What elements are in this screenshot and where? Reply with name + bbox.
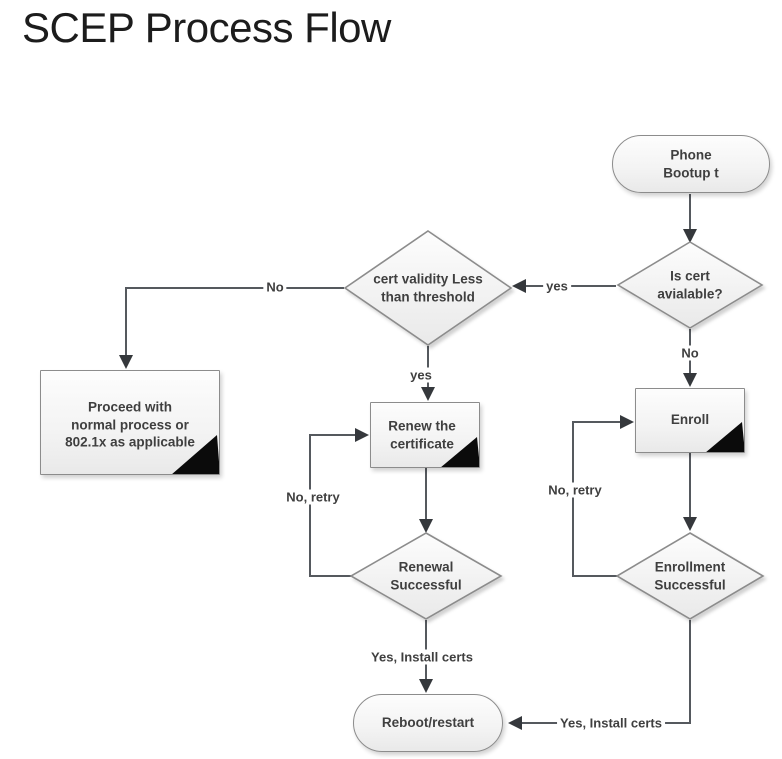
node-proceed-normal — [40, 370, 220, 475]
node-reboot-restart — [353, 694, 503, 752]
folded-corner-icon — [171, 432, 219, 474]
edge-validity-to-proceed — [125, 287, 344, 357]
node-phone-bootup — [612, 135, 770, 193]
arrowhead-icon — [419, 519, 433, 533]
edge-label-no-retry: No, retry — [545, 482, 605, 498]
folded-corner-icon — [440, 434, 479, 467]
arrowhead-icon — [683, 373, 697, 387]
page-title: SCEP Process Flow — [22, 4, 391, 51]
decision-enrollment-successful — [615, 532, 765, 620]
edge-label-no: No — [263, 279, 287, 295]
edge-enrollment-to-reboot — [522, 620, 691, 724]
decision-cert-validity — [343, 230, 513, 346]
arrowhead-icon — [119, 355, 133, 369]
edge-label-no-retry: No, retry — [283, 489, 343, 505]
decision-is-cert-available — [616, 241, 764, 329]
arrowhead-icon — [683, 517, 697, 531]
decision-renewal-successful — [349, 532, 503, 620]
arrowhead-icon — [419, 679, 433, 693]
edge-label-yes-install-certs: Yes, Install certs — [557, 715, 665, 731]
arrowhead-icon — [421, 387, 435, 401]
folded-corner-icon — [705, 419, 744, 452]
arrowhead-icon — [355, 428, 369, 442]
node-renew-certificate — [370, 402, 480, 468]
edge-label-yes: yes — [543, 278, 571, 294]
edge-label-yes: yes — [407, 367, 435, 383]
arrowhead-icon — [512, 279, 526, 293]
edge-label-yes-install-certs: Yes, Install certs — [368, 649, 476, 665]
arrowhead-icon — [508, 716, 522, 730]
node-enroll — [635, 388, 745, 453]
edge-renewal-retry-loop — [309, 434, 357, 577]
edge-label-no: No — [678, 345, 702, 361]
edge-enrollment-retry-loop — [572, 421, 622, 577]
arrowhead-icon — [683, 229, 697, 243]
arrowhead-icon — [620, 415, 634, 429]
